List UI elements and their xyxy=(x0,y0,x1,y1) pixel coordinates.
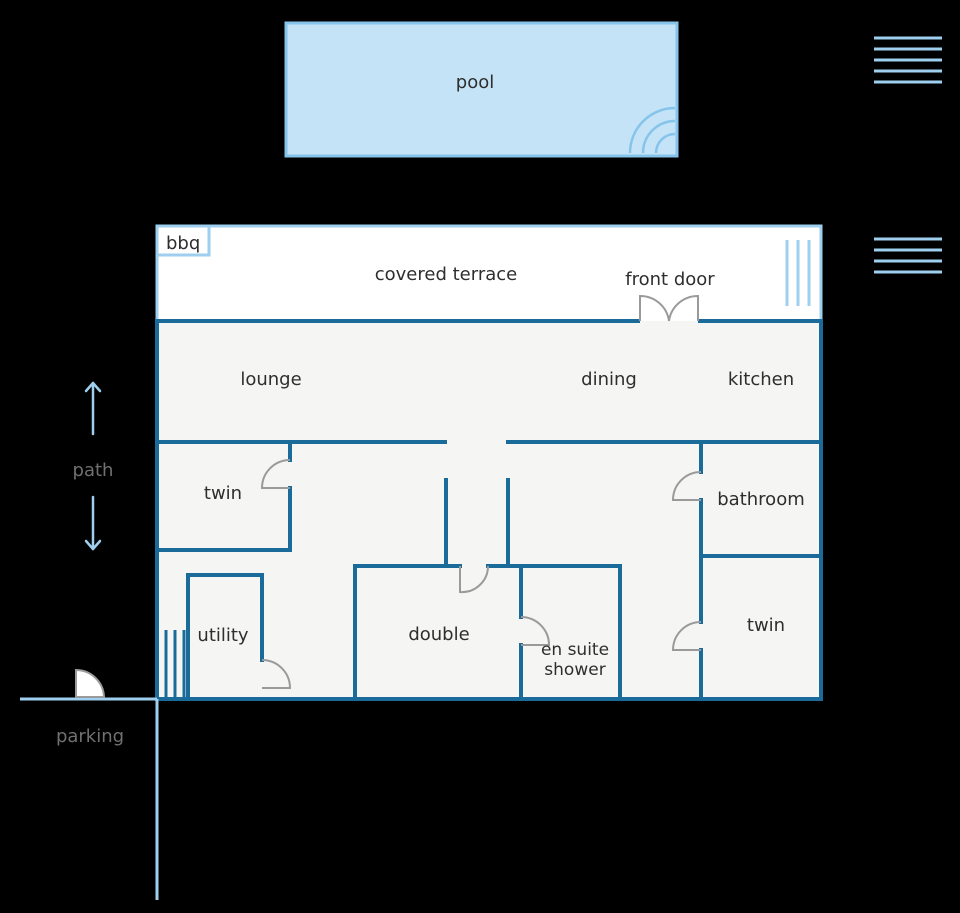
door-swing-icon xyxy=(75,668,106,698)
path-label: path xyxy=(73,460,114,481)
pool-label: pool xyxy=(456,72,494,93)
room-en-suite-line1: en suite xyxy=(541,640,609,660)
pool-area xyxy=(284,21,679,158)
house-floor xyxy=(157,321,821,699)
bbq-label: bbq xyxy=(166,233,200,254)
terrace-steps-icon xyxy=(785,240,811,306)
parking-label: parking xyxy=(56,726,124,747)
house-walls xyxy=(155,319,823,701)
room-lounge: lounge xyxy=(240,369,301,390)
door-swing-icon xyxy=(639,294,699,322)
pool: pool xyxy=(284,21,679,158)
covered-terrace-label: covered terrace xyxy=(375,264,517,285)
room-utility: utility xyxy=(197,625,249,646)
room-twin-right: twin xyxy=(747,615,785,636)
stairs-icon xyxy=(874,36,942,84)
boundary-line xyxy=(20,697,159,900)
room-kitchen: kitchen xyxy=(728,369,794,390)
bbq-box xyxy=(157,226,211,257)
room-double: double xyxy=(408,624,469,645)
stairs-icon xyxy=(874,237,942,274)
room-dining: dining xyxy=(581,369,637,390)
room-twin-left: twin xyxy=(204,483,242,504)
room-bathroom: bathroom xyxy=(717,489,805,510)
front-door-label: front door xyxy=(625,269,715,290)
terrace-area xyxy=(155,224,823,323)
covered-terrace: bbq covered terrace front door xyxy=(155,224,823,323)
arrow-up-icon xyxy=(84,381,102,436)
room-en-suite-line2: shower xyxy=(544,660,605,680)
door-swing-icon xyxy=(260,459,702,689)
stairs-icon xyxy=(164,630,186,697)
arrow-down-icon xyxy=(84,495,102,551)
pool-steps-icon xyxy=(628,106,676,154)
